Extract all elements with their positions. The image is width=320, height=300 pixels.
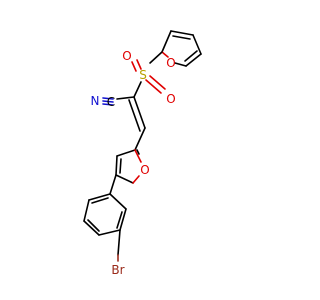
bond bbox=[119, 158, 122, 174]
bond bbox=[192, 34, 202, 55]
bond bbox=[102, 97, 114, 100]
vinyl-linker bbox=[128, 96, 146, 151]
bond bbox=[136, 149, 140, 155]
bond bbox=[109, 193, 127, 210]
bond bbox=[128, 99, 141, 132]
bond bbox=[116, 211, 123, 229]
bond bbox=[161, 51, 169, 58]
bond bbox=[136, 59, 142, 70]
nitrile-group bbox=[102, 96, 135, 106]
bond bbox=[133, 81, 142, 98]
atom-label-o-furan-bottom: O bbox=[140, 163, 149, 177]
bond bbox=[116, 96, 135, 100]
bond bbox=[132, 175, 140, 184]
bond bbox=[172, 35, 191, 40]
atom-labels: O O S O N C O Br bbox=[91, 49, 176, 277]
bond bbox=[131, 61, 137, 72]
bond bbox=[83, 199, 90, 222]
top-furan-ring bbox=[161, 30, 202, 67]
bond bbox=[149, 51, 163, 64]
bond bbox=[134, 127, 146, 151]
bond bbox=[185, 53, 202, 67]
bond bbox=[116, 149, 136, 157]
atom-label-n: N bbox=[91, 94, 100, 108]
bond bbox=[119, 208, 127, 231]
bond bbox=[88, 193, 111, 201]
bond bbox=[145, 79, 162, 94]
bond bbox=[87, 219, 100, 232]
atom-label-o-furan-top: O bbox=[166, 56, 175, 70]
bond bbox=[184, 50, 198, 62]
bond bbox=[133, 96, 146, 129]
atom-label-c-nitrile: C bbox=[107, 95, 115, 109]
bond bbox=[83, 220, 100, 236]
atom-label-o-sulfonyl-top: O bbox=[122, 49, 131, 63]
bond bbox=[98, 229, 121, 236]
bond bbox=[115, 155, 118, 176]
bond bbox=[174, 62, 187, 67]
sulfonyl-group bbox=[131, 51, 166, 98]
phenyl-ring bbox=[83, 174, 127, 262]
bond bbox=[102, 100, 114, 103]
molecule-canvas: O O S O N C O Br bbox=[83, 30, 202, 277]
atom-label-o-sulfonyl-right: O bbox=[166, 92, 175, 106]
bond bbox=[170, 30, 194, 36]
bond bbox=[91, 197, 109, 204]
atom-label-s: S bbox=[139, 68, 147, 82]
atom-label-br: Br bbox=[111, 263, 124, 277]
bond bbox=[109, 174, 117, 195]
bond bbox=[115, 174, 134, 184]
bond bbox=[149, 75, 166, 90]
molecule-structure: O O S O N C O Br bbox=[83, 30, 202, 277]
bond bbox=[102, 103, 114, 106]
lower-furan-ring bbox=[115, 149, 142, 184]
bond bbox=[134, 149, 142, 163]
bond bbox=[161, 30, 172, 53]
bond bbox=[117, 229, 121, 256]
